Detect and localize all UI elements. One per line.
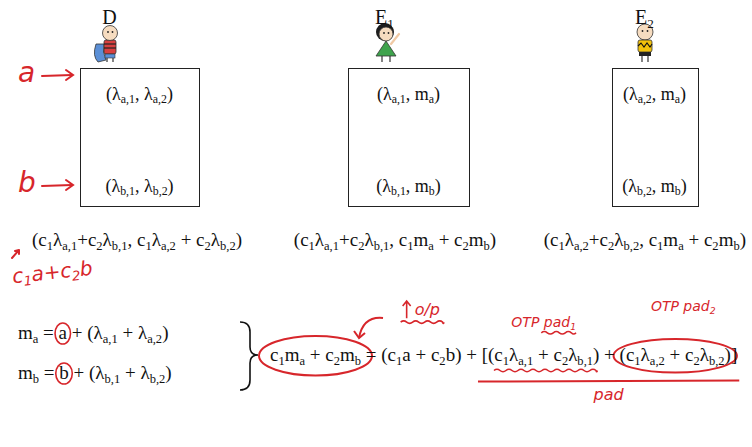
curly-brace [240,322,258,390]
up-arrow [403,301,411,318]
subscript: a [428,239,434,253]
subscript: 2 [96,239,102,253]
party-name: E2 [635,5,654,29]
subscript: 2 [712,239,718,253]
subscript: 2 [608,239,614,253]
subscript: a,2 [650,354,665,368]
handwritten-note: c1a+c2b [11,256,94,288]
subscript: 2 [205,239,211,253]
subscript: 1 [570,321,576,332]
subscript: a [675,92,680,106]
subscript: b [675,184,681,198]
subscript: a [678,239,684,253]
subscript: a,2 [574,239,589,253]
subscript: 2 [693,354,699,368]
subscript: 1 [558,239,564,253]
subscript: 2 [710,305,716,316]
wavy-underline [494,369,597,372]
character-icon [94,26,117,63]
party-name: D [102,5,116,29]
subscript: 2 [463,239,469,253]
subscript: b,1 [105,372,121,386]
subscript: 2 [334,354,340,368]
combined-share: (c1λa,2+c2λb,2, c1ma + c2mb) [544,229,746,252]
subscript: 1 [407,239,413,253]
share-entry: (λa,1, λa,2) [106,84,173,106]
subscript: 1 [634,354,640,368]
subscript: b,2 [153,184,168,198]
subscript: a [33,332,39,346]
subscript: 1 [396,354,402,368]
subscript: 1 [23,273,33,289]
subscript: a,2 [638,92,652,106]
subscript: 1 [657,239,663,253]
subscript: 1 [278,354,284,368]
party-box: E2(λa,2, ma)(λb,2, mb) [612,68,699,207]
input-letter: a [18,56,35,90]
subscript: a,1 [121,92,135,106]
subscript: b [484,239,490,253]
subscript: b,2 [220,239,236,253]
subscript: a [299,354,305,368]
handwritten-note: pad [594,385,624,404]
party-box: E1(λa,1, ma)(λb,1, mb) [348,68,470,207]
wavy-underline [541,332,576,335]
subscript: 2 [358,239,364,253]
combined-share: (c1λa,1+c2λb,1, c1ma + c2mb) [294,229,496,252]
subscript: a,2 [147,332,162,346]
subscript: a,1 [324,239,339,253]
subscript: b [429,184,435,198]
subscript: b,2 [709,354,725,368]
subscript: b,1 [391,184,406,198]
subscript: b,2 [150,372,166,386]
subscript: a,2 [161,239,176,253]
handwritten-note: OTP pad2 [651,298,716,315]
equation: mb = b + (λb,1 + λb,2) [18,362,172,385]
subscript: b,2 [637,184,652,198]
subscript: b,1 [112,239,128,253]
subscript: 1 [47,239,53,253]
subscript: 1 [309,239,315,253]
handwritten-note: OTP pad1 [511,314,576,331]
subscript: a,1 [518,354,533,368]
combined-share: (c1λa,1+c2λb,1, c1λa,2 + c2λb,2) [32,229,242,252]
subscript: b,1 [374,239,390,253]
subscript: b [33,372,39,386]
wavy-underline [401,321,444,324]
subscript: 2 [439,354,445,368]
subscript: a,1 [392,92,406,106]
party-name: E1 [375,5,394,29]
subscript: b,1 [577,354,593,368]
share-entry: (λb,1, λb,2) [105,176,173,198]
share-entry: (λa,2, ma) [623,84,686,106]
subscript: a [429,92,434,106]
equation: ma = a + (λa,1 + λa,2) [18,322,168,345]
party-box: D(λa,1, λa,2)(λb,1, λb,2) [80,68,200,207]
subscript: a,1 [62,239,77,253]
share-entry: (λa,1, ma) [377,84,440,106]
subscript: 1 [145,239,151,253]
share-entry: (λb,1, mb) [376,176,441,198]
subscript: b [733,239,739,253]
arrow-head [354,331,365,338]
subscript: 1 [503,354,509,368]
subscript: a,1 [103,332,118,346]
subscript: 2 [647,16,654,31]
subscript: 2 [562,354,568,368]
subscript: 1 [387,16,394,31]
bracket-underline [478,381,739,382]
subscript: a,2 [153,92,167,106]
equation: c1ma + c2mb = (c1a + c2b) + [(c1λa,1 + c… [270,344,737,367]
subscript: b,2 [623,239,639,253]
handwritten-note: o/p [415,300,440,319]
subscript: b [355,354,361,368]
input-letter: b [18,166,36,200]
subscript: b,1 [120,184,135,198]
subscript: 2 [71,268,81,284]
share-entry: (λb,2, mb) [622,176,687,198]
